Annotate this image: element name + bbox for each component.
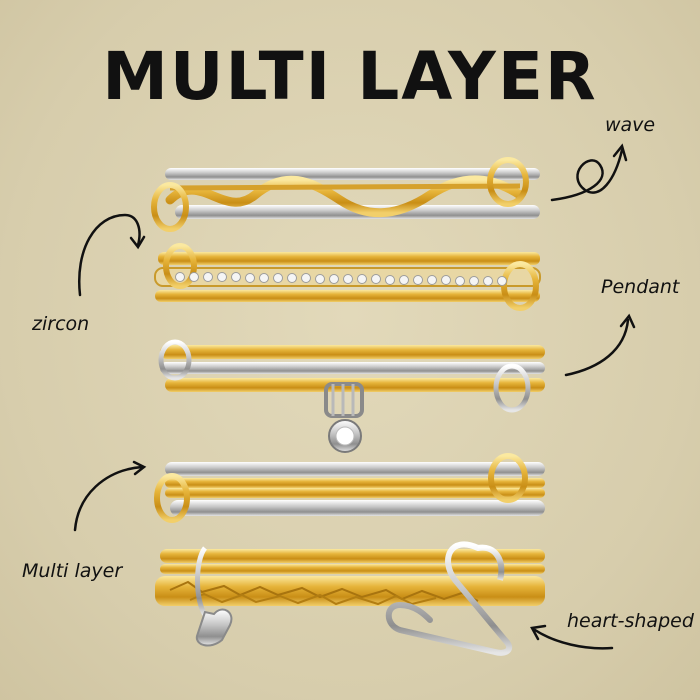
heart-bracelet	[155, 541, 545, 656]
wave-arrow-head	[612, 143, 628, 162]
pendant-arrow-head	[619, 313, 636, 329]
wave-label: wave	[605, 114, 656, 136]
pendant-arrow	[564, 318, 630, 377]
multi-layer-label: Multi layer	[22, 560, 123, 582]
headline: MULTI LAYER	[102, 38, 598, 115]
multi-layer-arrow	[73, 465, 144, 532]
pendant-charm	[324, 382, 364, 453]
heart-shaped-label: heart-shaped	[567, 610, 694, 632]
zircon-stones	[175, 272, 507, 286]
multi-layer-arrow-head	[132, 460, 147, 476]
wave-bracelet	[151, 157, 540, 232]
zircon-bracelet	[154, 243, 541, 311]
zircon-arrow	[77, 213, 141, 297]
pendant-label: Pendant	[601, 276, 680, 298]
multi-layer-bracelet	[154, 453, 545, 523]
pendant-bracelet	[158, 339, 545, 453]
wave-arrow	[550, 148, 624, 202]
heart-arrow-head	[530, 624, 547, 641]
zircon-arrow-head	[129, 235, 146, 250]
heart-arrow	[533, 628, 614, 650]
zircon-label: zircon	[32, 313, 90, 335]
